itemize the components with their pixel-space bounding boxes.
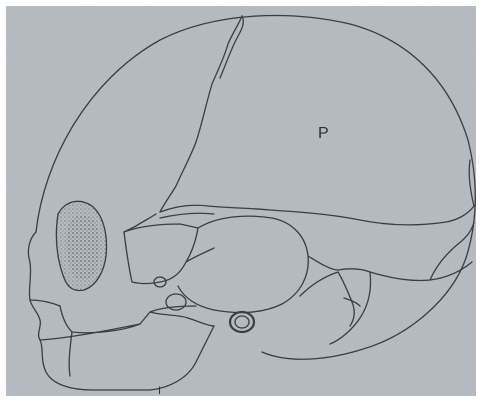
label-parietal: P bbox=[318, 125, 329, 142]
label-lower-mark: I bbox=[158, 385, 161, 397]
orbit-shading bbox=[66, 215, 99, 280]
